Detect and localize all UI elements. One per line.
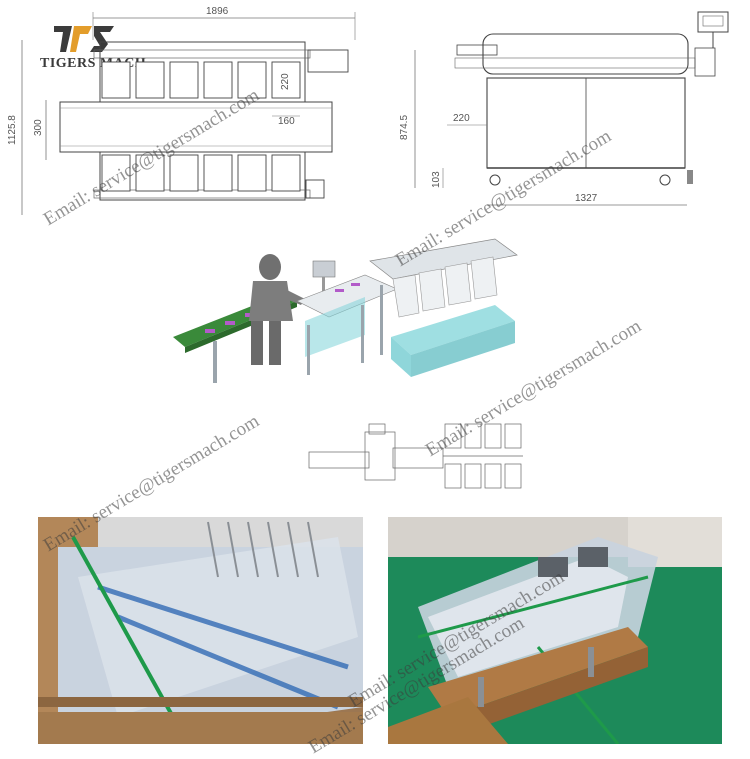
dim-103: 103	[431, 171, 442, 188]
top-view-drawing: 1896 1125.8 300 220 160	[7, 6, 356, 215]
photo-packed-crate-left	[38, 517, 363, 744]
dim-160: 160	[278, 116, 295, 127]
dim-1896: 1896	[206, 6, 229, 17]
side-view-drawing: 874.5 220 103 1327	[399, 11, 729, 206]
layout-line-drawing	[308, 423, 523, 489]
photo-packed-pallet-right	[388, 517, 722, 744]
dim-1327: 1327	[575, 193, 598, 204]
logo-mark-icon	[54, 26, 114, 52]
dim-220: 220	[280, 73, 291, 90]
machine-3d-render	[173, 238, 518, 383]
operator-head-icon	[259, 254, 281, 280]
dim-1125: 1125.8	[7, 115, 18, 145]
dim-874: 874.5	[399, 115, 410, 140]
dim-300: 300	[33, 119, 44, 136]
dim-220-side: 220	[453, 113, 470, 124]
